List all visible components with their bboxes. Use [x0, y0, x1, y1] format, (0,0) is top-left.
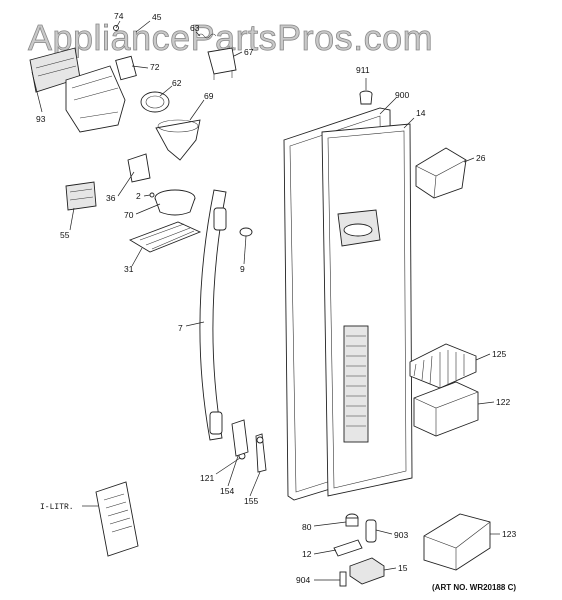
screw-part-155 [255, 433, 267, 473]
label-36: 36 [106, 193, 116, 203]
label-121: 121 [200, 473, 214, 483]
watermark-text: AppliancePartsPros.com [28, 17, 433, 58]
screw-part-2 [149, 192, 155, 198]
dispenser-recess [337, 209, 381, 247]
bin-part-123 [423, 513, 491, 571]
label-900: 900 [395, 90, 409, 100]
hinge-part-15 [349, 557, 385, 585]
label-903: 903 [394, 530, 408, 540]
mounting-bracket-part-67 [207, 47, 237, 80]
manual-label: I-LITR. [40, 503, 74, 512]
grille-part-31 [128, 221, 202, 253]
label-45: 45 [152, 12, 162, 22]
label-15: 15 [398, 563, 408, 573]
label-63: 63 [190, 23, 200, 33]
label-154: 154 [220, 486, 234, 496]
dispenser-frame-part [65, 65, 126, 133]
ring-part-62 [140, 91, 170, 113]
pin-part-903 [365, 519, 377, 543]
label-904: 904 [296, 575, 310, 585]
label-26: 26 [476, 153, 486, 163]
door-shelf-rails [343, 325, 369, 443]
label-31: 31 [124, 264, 134, 274]
actuator-part-36 [127, 153, 151, 183]
label-69: 69 [204, 91, 214, 101]
switch-part-72 [115, 55, 137, 81]
panel-part-55 [65, 181, 97, 211]
label-9: 9 [240, 264, 245, 274]
label-12: 12 [302, 549, 312, 559]
label-7: 7 [178, 323, 183, 333]
bracket-part-12 [333, 539, 363, 557]
label-72: 72 [150, 62, 160, 72]
label-80: 80 [302, 522, 312, 532]
leader-lines [31, 20, 500, 581]
label-155: 155 [244, 496, 258, 506]
label-122: 122 [496, 397, 510, 407]
funnel-part-69 [155, 119, 201, 161]
owners-manual [95, 481, 139, 557]
label-125: 125 [492, 349, 506, 359]
label-74: 74 [114, 11, 124, 21]
label-93: 93 [36, 114, 46, 124]
plug-part-9 [239, 227, 253, 237]
part-labels: 74 45 63 67 72 62 93 69 36 2 70 55 31 9 … [36, 11, 516, 585]
cap-part-911 [359, 90, 373, 105]
label-70: 70 [124, 210, 134, 220]
cup-part-70 [154, 189, 196, 216]
door-bin-part-122 [413, 381, 479, 437]
label-123: 123 [502, 529, 516, 539]
label-2: 2 [136, 191, 141, 201]
label-911: 911 [356, 65, 370, 75]
screw-part-904 [339, 571, 347, 587]
bin-part-26 [415, 147, 467, 199]
part-80 [345, 513, 359, 527]
handle-part-7 [199, 189, 227, 441]
label-14: 14 [416, 108, 426, 118]
art-number: (ART NO. WR20188 C) [432, 583, 516, 592]
spring-part-63 [197, 33, 217, 39]
label-62: 62 [172, 78, 182, 88]
label-67: 67 [244, 47, 254, 57]
bracket-part-154 [231, 419, 249, 457]
wire-shelf-part-125 [409, 343, 477, 389]
label-55: 55 [60, 230, 70, 240]
